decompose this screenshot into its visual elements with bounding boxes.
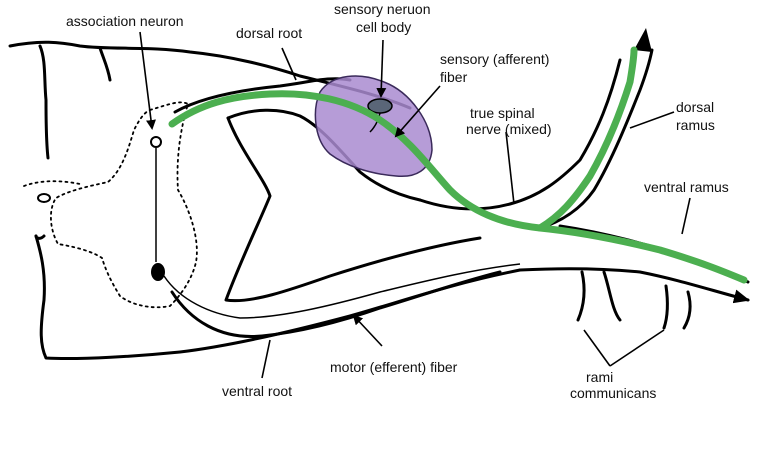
- label-rami-2: communicans: [570, 385, 656, 401]
- rami-communicans-left-2: [602, 270, 622, 322]
- central-canal: [37, 193, 51, 203]
- label-sensory-fiber-2: fiber: [440, 69, 468, 85]
- sensory-pathway: [168, 90, 748, 284]
- leader-ventral-root: [261, 339, 271, 379]
- label-rami-1: rami: [586, 369, 613, 385]
- gray-matter-outline: [50, 101, 198, 309]
- label-true-spinal-1: true spinal: [470, 105, 535, 121]
- dorsal-ramus-inner: [538, 48, 654, 230]
- rami-communicans-left: [576, 270, 586, 322]
- dorsal-root-upper: [173, 77, 352, 114]
- dorsal-ramus-outer: [418, 58, 622, 211]
- spinal-cord-notch-top-2: [98, 46, 112, 82]
- label-dorsal-root: dorsal root: [236, 25, 302, 41]
- label-true-spinal-2: nerve (mixed): [466, 121, 552, 137]
- leader-ventral-ramus: [681, 197, 691, 235]
- spinal-cord-notch-top: [38, 44, 50, 160]
- label-sensory-neuron-2: cell body: [356, 19, 411, 35]
- leader-true-spinal: [505, 131, 515, 205]
- label-dorsal-ramus-2: ramus: [676, 117, 715, 133]
- ventral-root-upper: [224, 116, 482, 303]
- motor-neuron-cell-body: [151, 263, 165, 281]
- gray-matter-outline-2: [23, 180, 81, 187]
- label-sensory-fiber-1: sensory (afferent): [440, 51, 549, 67]
- label-sensory-neuron-1: sensory neruon: [334, 1, 431, 17]
- leader-dorsal-ramus: [629, 111, 675, 129]
- leader-motor-fiber: [352, 314, 383, 347]
- label-motor-fiber: motor (efferent) fiber: [330, 359, 458, 375]
- dorsal-ramus-arrow: [634, 28, 652, 52]
- association-neuron-cell: [150, 136, 162, 148]
- leader-association-neuron: [139, 31, 156, 130]
- label-association-neuron: association neuron: [66, 13, 184, 29]
- spinal-cord-left-lower: [34, 234, 522, 361]
- label-ventral-ramus: ventral ramus: [644, 179, 729, 195]
- dorsal-root-ganglion: [314, 75, 433, 178]
- leader-rami-left: [583, 329, 611, 367]
- leader-dorsal-root: [281, 47, 297, 81]
- spinal-cord-left-notch: [34, 234, 46, 240]
- sensory-pathway-dorsal-branch: [536, 46, 638, 232]
- sensory-neuron-stalk: [369, 112, 381, 133]
- rami-communicans-right: [662, 284, 669, 330]
- label-ventral-root: ventral root: [222, 383, 292, 399]
- ventral-ramus-lower: [518, 267, 750, 304]
- leader-sensory-neuron: [376, 39, 387, 98]
- label-dorsal-ramus-1: dorsal: [676, 99, 714, 115]
- motor-neuron-axon: [163, 263, 521, 319]
- leader-rami-right: [609, 329, 665, 367]
- leader-sensory-fiber: [394, 85, 441, 138]
- ventral-root-lower: [170, 270, 502, 339]
- rami-communicans-right-2: [682, 290, 692, 330]
